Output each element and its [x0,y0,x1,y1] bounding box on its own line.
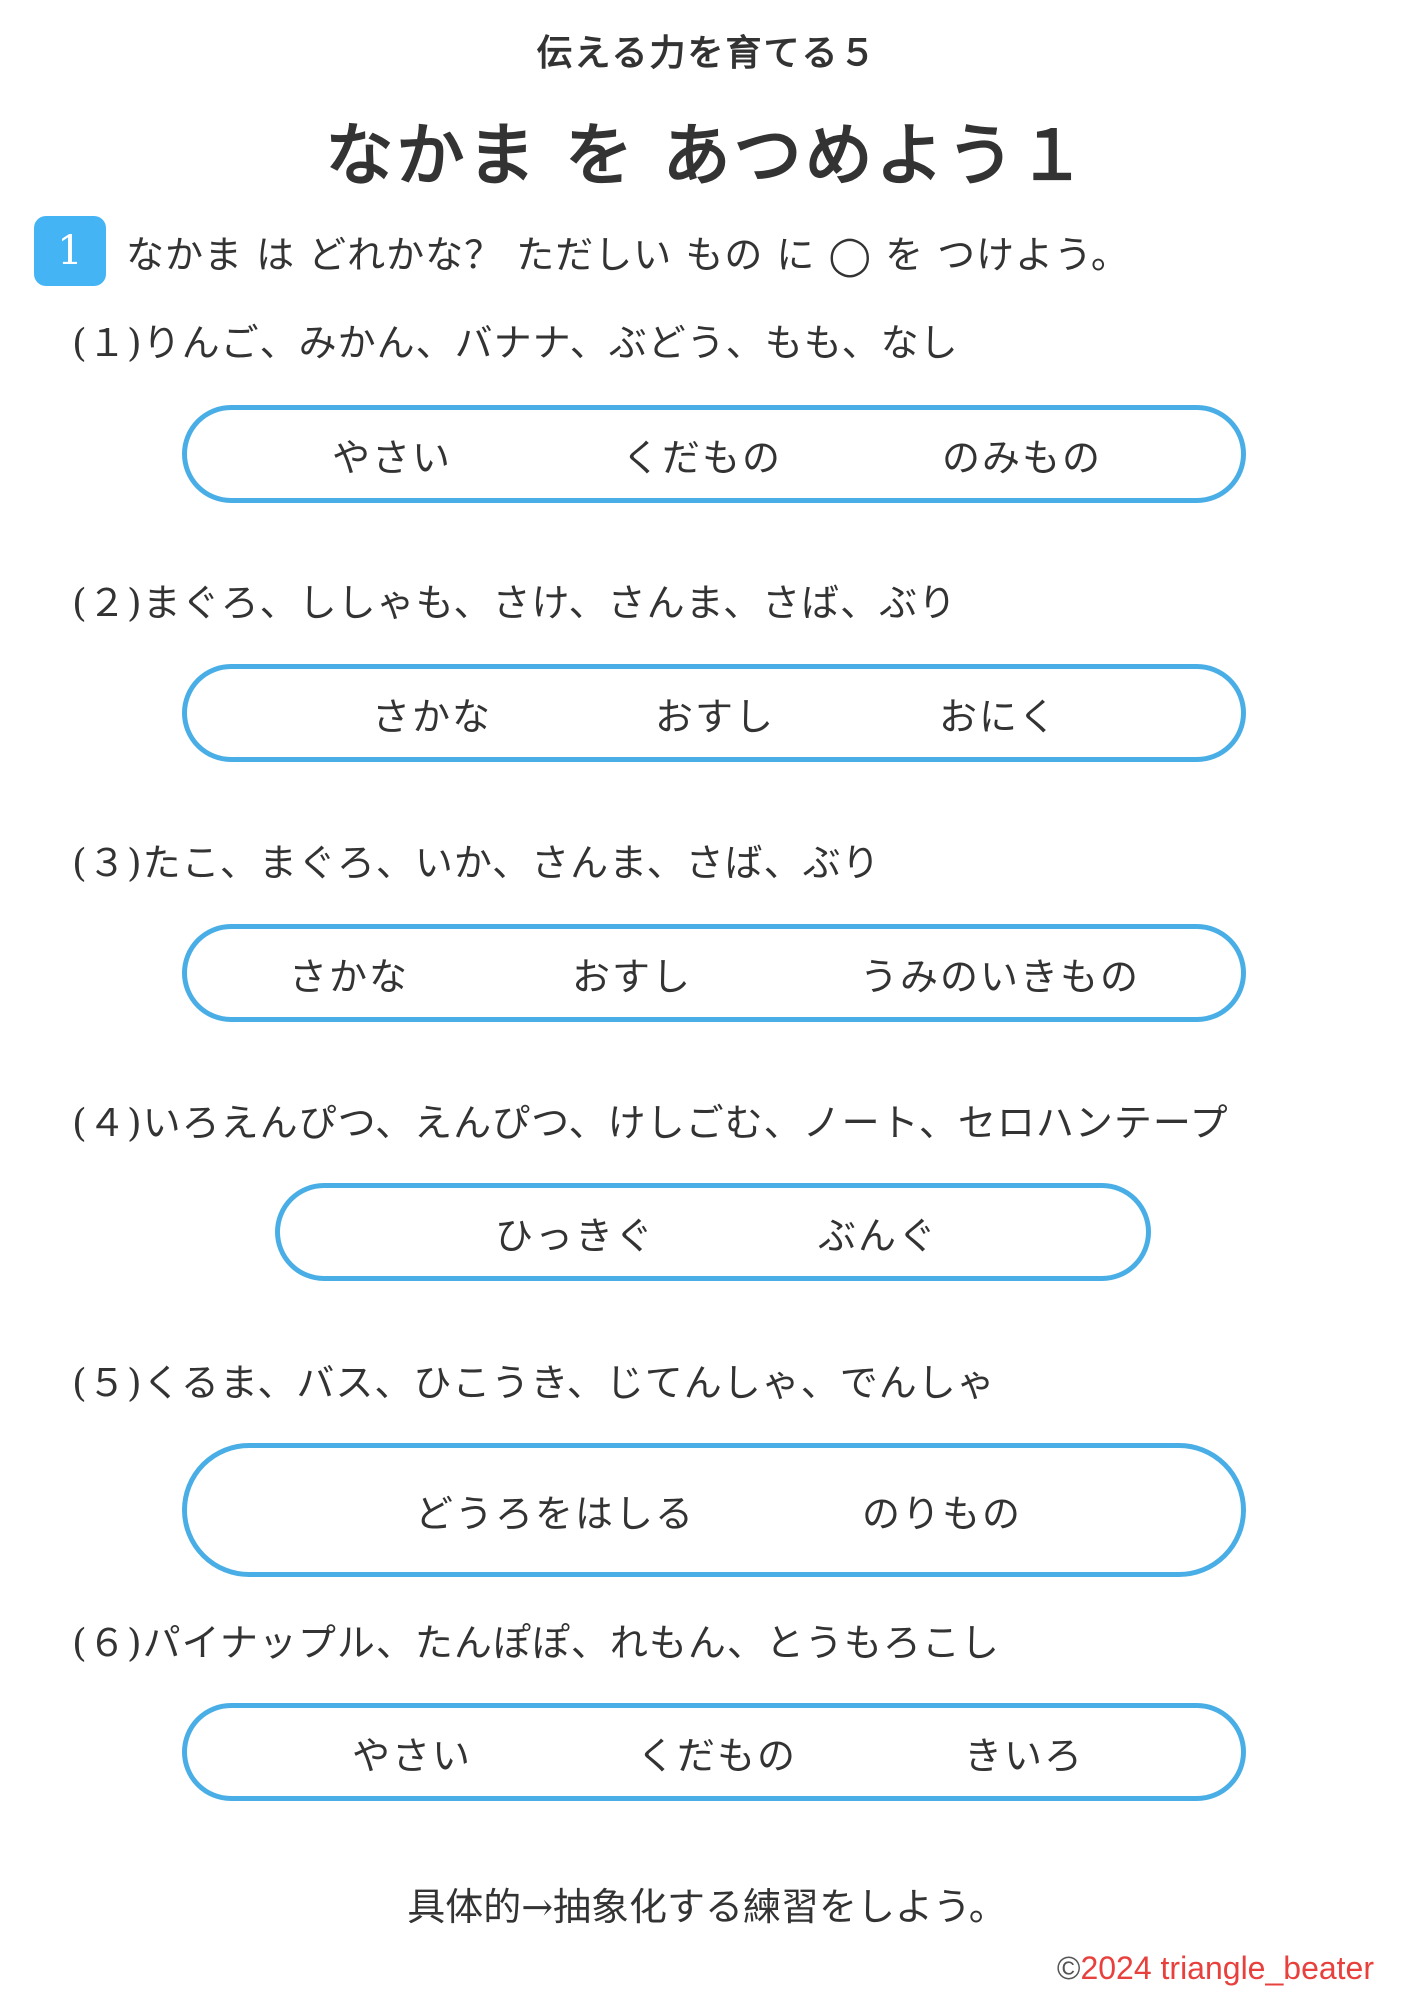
question-2-label: (２)まぐろ、ししゃも、さけ、さんま、さば、ぶり [72,581,958,625]
choice-option[interactable]: ぶんぐ [818,1213,939,1258]
question-2-choices: さかな おすし おにく [182,664,1246,762]
question-number-badge: 1 [34,216,106,286]
copyright-icon: © [1056,1950,1081,1986]
choice-option[interactable]: おすし [572,954,693,999]
choice-option[interactable]: どうろをはしる [415,1491,696,1536]
question-5-label: (５)くるま、バス、ひこうき、じてんしゃ、でんしゃ [72,1361,996,1405]
choice-option[interactable]: うみのいきもの [860,954,1141,999]
copyright: ©2024 triangle_beater [1057,1950,1374,1987]
question-3-choices: さかな おすし うみのいきもの [182,924,1246,1022]
choice-option[interactable]: さかな [372,694,493,739]
question-4-label: (４)いろえんぴつ、えんぴつ、けしごむ、ノート、セロハンテープ [72,1101,1229,1145]
choice-option[interactable]: おすし [655,694,776,739]
question-5-choices: どうろをはしる のりもの [182,1443,1246,1577]
footer-note: 具体的→抽象化する練習をしよう。 [407,1885,1007,1929]
choice-option[interactable]: ひっきぐ [495,1213,656,1258]
worksheet-title: なかま を あつめよう１ [325,117,1089,196]
choice-option[interactable]: きいろ [964,1733,1085,1778]
question-1-choices: やさい くだもの のみもの [182,405,1246,503]
question-1-label: (１)りんご、みかん、バナナ、ぶどう、もも、なし [72,321,959,365]
choice-option[interactable]: さかな [289,954,410,999]
question-6-choices: やさい くだもの きいろ [182,1703,1246,1801]
choice-option[interactable]: のみもの [942,435,1103,480]
copyright-text: 2024 triangle_beater [1080,1950,1374,1986]
choice-option[interactable]: やさい [332,435,453,480]
choice-option[interactable]: くだもの [622,435,783,480]
choice-option[interactable]: やさい [352,1733,473,1778]
question-6-label: (６)パイナップル、たんぽぽ、れもん、とうもろこし [72,1621,1000,1665]
choice-option[interactable]: おにく [939,694,1059,739]
choice-option[interactable]: のりもの [862,1491,1023,1536]
question-3-label: (３)たこ、まぐろ、いか、さんま、さば、ぶり [72,841,881,885]
instruction-text: なかま は どれかな？ ただしい もの に ◯ を つけよう。 [126,232,1130,277]
choice-option[interactable]: くだもの [637,1733,798,1778]
instruction-row: 1 なかま は どれかな？ ただしい もの に ◯ を つけよう。 [34,216,1130,286]
worksheet-subtitle: 伝える力を育てる５ [536,33,878,74]
question-4-choices: ひっきぐ ぶんぐ [275,1183,1151,1281]
